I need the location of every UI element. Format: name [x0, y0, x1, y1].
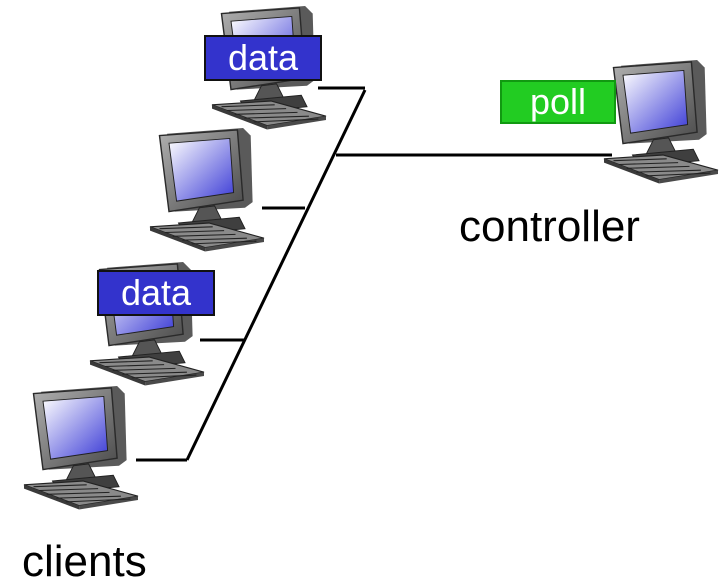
clients-caption: clients [22, 537, 147, 586]
controller-poll-tag: poll [500, 80, 616, 124]
client-computer-4-icon[interactable] [23, 385, 139, 511]
client-computer-2-icon[interactable] [149, 127, 265, 253]
client-3-data-tag: data [97, 270, 215, 316]
client-1-data-tag: data [204, 35, 322, 81]
bus-trunk-line [185, 89, 367, 461]
network-bus [136, 86, 612, 462]
controller-computer-icon[interactable] [603, 59, 719, 185]
controller-caption: controller [459, 202, 640, 251]
